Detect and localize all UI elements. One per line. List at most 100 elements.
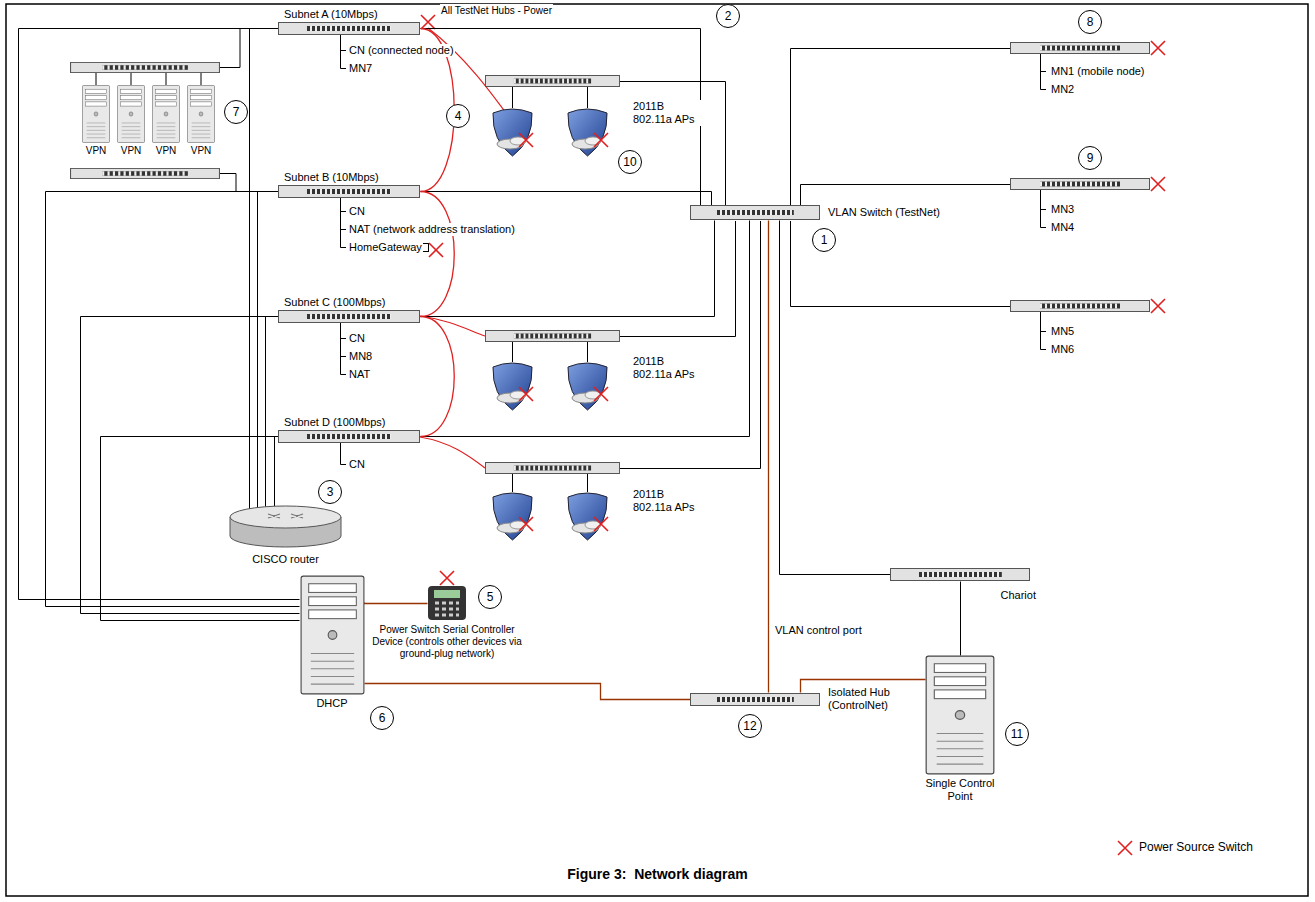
device-label: Power Switch Serial Controller Device (c… (372, 624, 522, 660)
network-link (250, 29, 279, 520)
network-link (258, 192, 279, 520)
server-icon (117, 85, 145, 143)
figure-caption: Figure 3: Network diagram (0, 866, 1315, 882)
network-link (960, 582, 961, 656)
annotation: 2011B 802.11a APs (632, 355, 706, 381)
network-device: Chariot (890, 568, 1030, 602)
annotation: 2011B 802.11a APs (632, 488, 706, 514)
callout-number: 7 (224, 100, 248, 124)
device-label: Subnet A (10Mbps) (278, 8, 378, 21)
callout-number: 11 (1005, 722, 1029, 746)
callout-number: 2 (716, 4, 740, 28)
network-link (81, 317, 300, 614)
callout-number: 3 (318, 480, 342, 504)
annotation: All TestNet Hubs - Power (440, 4, 553, 17)
server-icon (82, 85, 110, 143)
annotation: CN (348, 458, 366, 471)
device-label: Isolated Hub (ControlNet) (828, 686, 928, 712)
callout-number: 4 (446, 104, 470, 128)
callout-number: 5 (478, 585, 502, 609)
annotation: MN3 (1050, 203, 1075, 216)
network-device: VLAN Switch (TestNet) (690, 205, 940, 220)
wires (96, 29, 1046, 493)
hub-bar (278, 430, 420, 443)
device-label: VPN (86, 145, 107, 157)
callout-number: 10 (618, 150, 642, 174)
network-device: DHCP (292, 575, 372, 710)
server-icon (187, 85, 215, 143)
network-device: Subnet A (10Mbps) (278, 8, 420, 35)
network-link (421, 221, 750, 437)
server-icon (300, 575, 365, 695)
device-label: Chariot (1001, 589, 1036, 602)
device-label: Subnet B (10Mbps) (278, 171, 379, 184)
controller-icon (427, 585, 467, 621)
network-link (421, 192, 455, 317)
annotation: HomeGateway (348, 241, 423, 254)
annotation: MN1 (mobile node) (1050, 65, 1146, 78)
network-device: Subnet D (100Mbps) (278, 416, 420, 443)
network-device: CISCO router (228, 505, 343, 566)
annotation: MN8 (348, 350, 373, 363)
device-label: VPN (156, 145, 177, 157)
power-source-switches (421, 15, 1165, 585)
figure-frame (6, 4, 1308, 896)
device-label: VPN (191, 145, 212, 157)
annotation: MN6 (1050, 343, 1075, 356)
network-device: VPN (113, 85, 149, 157)
legend-text: Power Source Switch (1138, 841, 1254, 854)
network-device: Single Control Point (915, 655, 1005, 803)
network-device: VPN (148, 85, 184, 157)
annotation: MN7 (348, 62, 373, 75)
callout-number: 9 (1078, 146, 1102, 170)
hub-bar (278, 185, 420, 198)
network-device: Isolated Hub (ControlNet) (690, 686, 928, 712)
device-label: CISCO router (252, 553, 319, 566)
annotation: MN5 (1050, 325, 1075, 338)
network-link (266, 317, 279, 520)
callout-number: 8 (1078, 10, 1102, 34)
legend-sample (1118, 841, 1132, 855)
annotation: MN4 (1050, 221, 1075, 234)
network-device: VPN (183, 85, 219, 157)
device-label: Subnet C (100Mbps) (278, 296, 386, 309)
network-link (421, 317, 455, 437)
hub-bar (690, 205, 820, 220)
server-icon (925, 655, 995, 775)
annotation: CN (connected node) (348, 44, 455, 57)
hub-bar (278, 310, 420, 323)
device-label: DHCP (316, 697, 347, 710)
callout-number: 12 (738, 714, 762, 738)
annotation: NAT (348, 368, 371, 381)
annotation: CN (348, 332, 366, 345)
network-device: Subnet C (100Mbps) (278, 296, 420, 323)
network-link (365, 603, 428, 604)
device-label: Subnet D (100Mbps) (278, 416, 386, 429)
device-label: Single Control Point (915, 777, 1005, 803)
callout-number: 1 (812, 228, 836, 252)
gateway-box (423, 244, 429, 252)
network-device: VPN (78, 85, 114, 157)
annotation: CN (348, 205, 366, 218)
network-link (768, 221, 769, 693)
network-link (421, 192, 712, 206)
callout-number: 6 (370, 706, 394, 730)
device-label: VPN (121, 145, 142, 157)
network-device: Subnet B (10Mbps) (278, 171, 420, 198)
router-icon (228, 505, 343, 549)
hubs (71, 43, 1150, 474)
server-icon (152, 85, 180, 143)
access-points (493, 109, 607, 540)
annotation: MN2 (1050, 83, 1075, 96)
network-link (365, 684, 691, 700)
annotation: 2011B 802.11a APs (632, 100, 706, 126)
hub-bar (890, 568, 1030, 581)
device-label: VLAN Switch (TestNet) (828, 206, 940, 219)
link-label: VLAN control port (774, 624, 863, 637)
network-link (780, 221, 891, 575)
hub-bar (278, 22, 420, 35)
annotation: NAT (network address translation) (348, 223, 516, 236)
hub-bar (690, 693, 820, 706)
